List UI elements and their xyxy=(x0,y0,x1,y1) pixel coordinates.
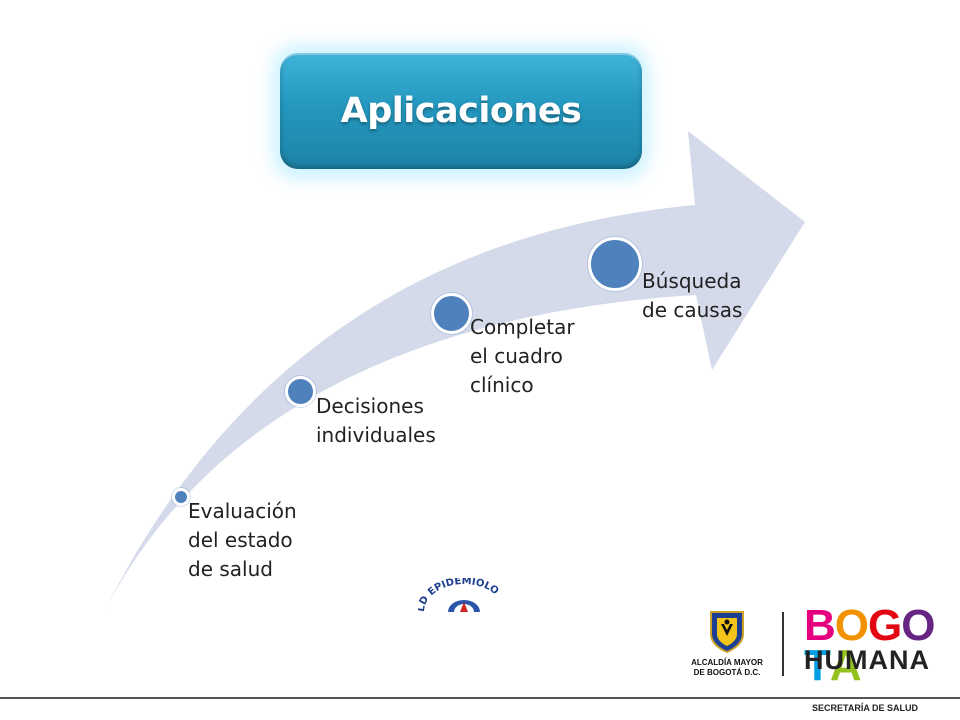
step-dot-2 xyxy=(285,376,316,407)
footer-line xyxy=(0,697,960,699)
bogota-letter: A xyxy=(829,641,862,690)
step-dot-4 xyxy=(588,237,642,291)
alcaldia-logo: ALCALDÍA MAYOR DE BOGOTÁ D.C. xyxy=(688,610,766,678)
alcaldia-caption: ALCALDÍA MAYOR DE BOGOTÁ D.C. xyxy=(691,658,763,677)
bogota-letter: G xyxy=(868,601,902,650)
humana-logo-text: HUMANA xyxy=(804,645,930,675)
step-dot-1 xyxy=(172,488,190,506)
step-label-3: Completar el cuadro clínico xyxy=(470,315,575,397)
epidemiology-logo: LD EPIDEMIOLO xyxy=(418,578,500,612)
step-label-1: Evaluación del estado de salud xyxy=(188,499,297,581)
slide-title: Aplicaciones xyxy=(340,91,582,131)
step-dot-3 xyxy=(431,293,472,334)
bogota-letter: O xyxy=(834,601,869,650)
bogota-letter: O xyxy=(901,601,935,650)
step-label-2: Decisiones individuales xyxy=(316,394,436,447)
step-label-4: Búsqueda de causas xyxy=(642,269,743,322)
bogota-letter: T xyxy=(804,641,831,690)
bogota-logo-text: BOGOTA xyxy=(804,601,960,690)
secretaria-label: SECRETARÍA DE SALUD xyxy=(812,703,919,713)
bogota-coat-of-arms-icon xyxy=(710,611,744,654)
bogota-letter: B xyxy=(804,601,836,650)
title-box: Aplicaciones xyxy=(280,53,642,169)
logo-divider xyxy=(782,612,784,676)
